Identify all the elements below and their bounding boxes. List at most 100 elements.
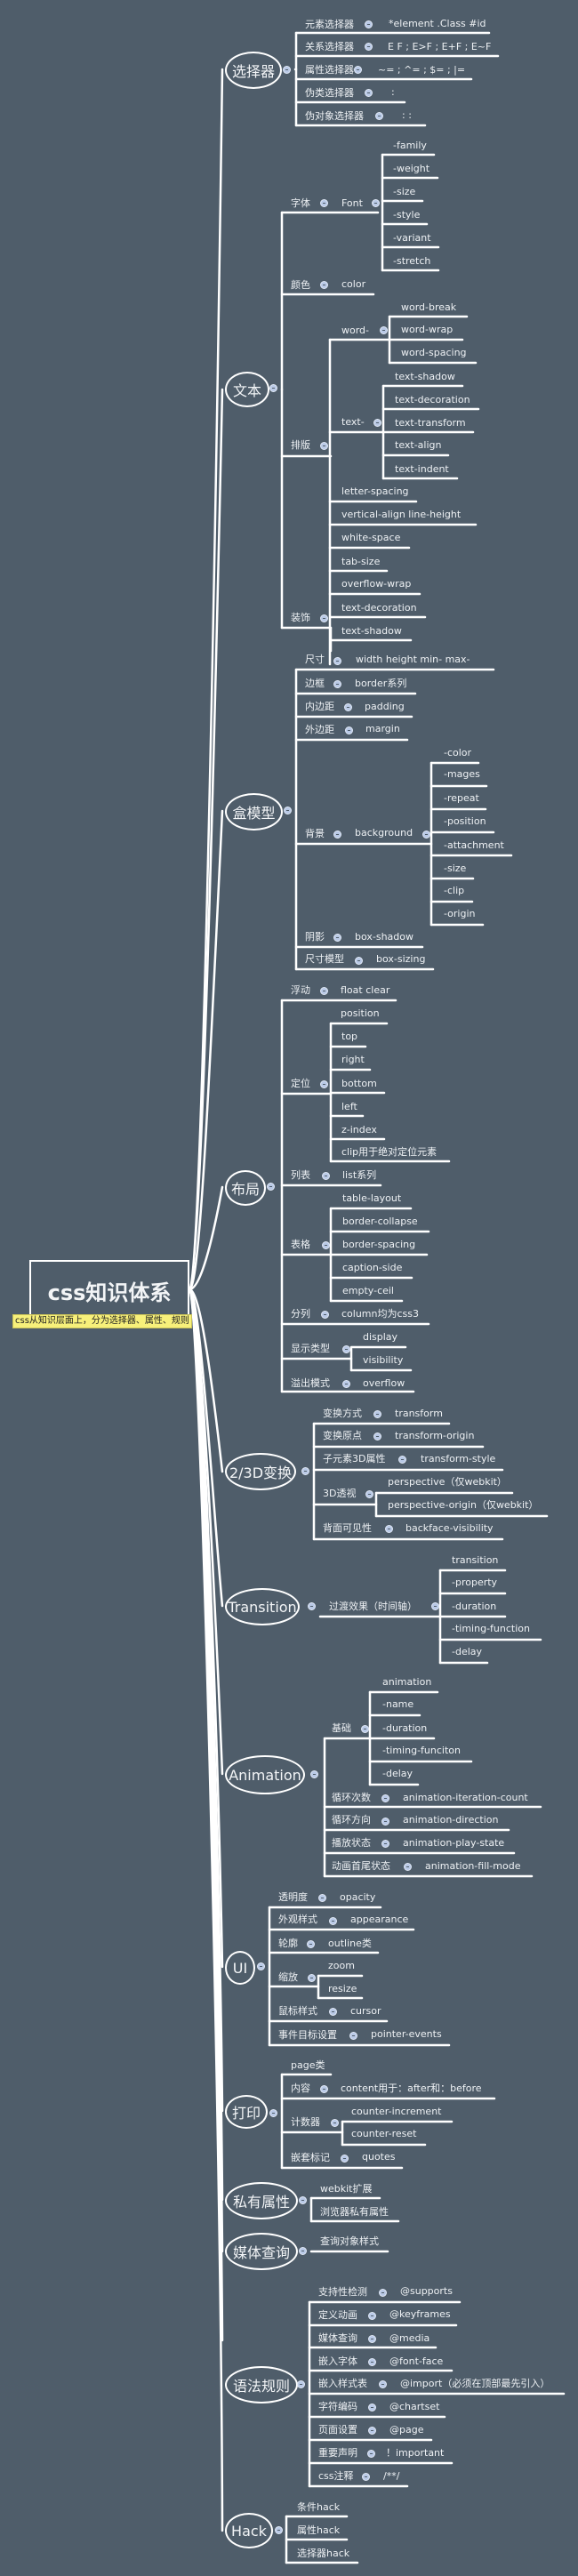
collapse-icon[interactable] (321, 1311, 329, 1319)
node-label: 边框 (305, 678, 325, 689)
category-ui[interactable]: UI (225, 1951, 255, 1985)
category-transform[interactable]: 2/3D变换 (225, 1453, 296, 1490)
collapse-icon[interactable] (375, 112, 383, 120)
font-child: -stretch (393, 255, 431, 267)
category-animation[interactable]: Animation (225, 1755, 305, 1794)
category-layout[interactable]: 布局 (225, 1170, 266, 1206)
collapse-icon[interactable] (368, 2312, 376, 2320)
table-child: border-collapse (342, 1216, 418, 1227)
root-node[interactable]: css知识体系 (29, 1260, 189, 1320)
collapse-icon[interactable] (381, 1794, 389, 1802)
collapse-icon[interactable] (299, 2247, 307, 2255)
collapse-icon[interactable] (362, 2473, 370, 2481)
collapse-icon[interactable] (404, 1863, 412, 1871)
collapse-icon[interactable] (379, 2380, 387, 2388)
collapse-icon[interactable] (368, 2403, 376, 2411)
node-value: @media (389, 2332, 430, 2344)
collapse-icon[interactable] (283, 66, 291, 74)
collapse-icon[interactable] (368, 2335, 376, 2343)
collapse-icon[interactable] (398, 1456, 406, 1464)
table-child: caption-side (342, 1262, 403, 1273)
collapse-icon[interactable] (355, 957, 363, 965)
collapse-icon[interactable] (320, 442, 328, 450)
collapse-icon[interactable] (320, 281, 328, 289)
collapse-icon[interactable] (318, 1894, 326, 1902)
collapse-icon[interactable] (331, 2119, 339, 2127)
category-text[interactable]: 文本 (225, 372, 269, 407)
category-print[interactable]: 打印 (225, 2095, 268, 2129)
collapse-icon[interactable] (333, 934, 341, 942)
node-value: box-shadow (355, 931, 414, 943)
collapse-icon[interactable] (365, 89, 373, 97)
collapse-icon[interactable] (342, 1345, 350, 1353)
collapse-icon[interactable] (320, 2085, 328, 2093)
collapse-icon[interactable] (372, 199, 380, 207)
collapse-icon[interactable] (297, 2380, 305, 2388)
collapse-icon[interactable] (275, 2526, 283, 2534)
collapse-icon[interactable] (365, 1490, 373, 1498)
collapse-icon[interactable] (349, 2032, 357, 2040)
collapse-icon[interactable] (431, 1602, 439, 1610)
collapse-icon[interactable] (368, 2427, 376, 2435)
position-child: clip用于绝对定位元素 (341, 1146, 438, 1158)
collapse-icon[interactable] (322, 1172, 330, 1180)
collapse-icon[interactable] (385, 1525, 393, 1533)
collapse-icon[interactable] (373, 419, 381, 427)
collapse-icon[interactable] (301, 1467, 309, 1475)
category-hack[interactable]: Hack (225, 2513, 273, 2548)
category-box-model[interactable]: 盒模型 (225, 793, 283, 831)
category-selector[interactable]: 选择器 (225, 52, 282, 89)
collapse-icon[interactable] (320, 614, 328, 622)
collapse-icon[interactable] (257, 1962, 265, 1970)
collapse-icon[interactable] (329, 1917, 337, 1925)
collapse-icon[interactable] (269, 384, 277, 392)
collapse-icon[interactable] (365, 20, 373, 28)
collapse-icon[interactable] (320, 987, 328, 995)
collapse-icon[interactable] (367, 2450, 375, 2458)
collapse-icon[interactable] (379, 2289, 387, 2297)
collapse-icon[interactable] (269, 2109, 277, 2117)
collapse-icon[interactable] (361, 1725, 369, 1733)
collapse-icon[interactable] (320, 199, 328, 207)
collapse-icon[interactable] (308, 1974, 316, 1982)
collapse-icon[interactable] (320, 1080, 328, 1088)
collapse-icon[interactable] (310, 1770, 318, 1778)
collapse-icon[interactable] (299, 2196, 307, 2204)
collapse-icon[interactable] (341, 2155, 349, 2163)
collapse-icon[interactable] (322, 1241, 330, 1249)
node-label: 子元素3D属性 (323, 1453, 386, 1465)
collapse-icon[interactable] (373, 1432, 381, 1440)
node-value: transform-style (421, 1453, 496, 1465)
collapse-icon[interactable] (381, 1840, 389, 1848)
animation-child: -delay (382, 1768, 413, 1779)
collapse-icon[interactable] (422, 831, 430, 839)
node-label: 循环次数 (332, 1792, 371, 1803)
decoration-child: text-decoration (341, 602, 417, 614)
node-label: 动画首尾状态 (332, 1860, 390, 1872)
table-child: border-spacing (342, 1239, 416, 1250)
collapse-icon[interactable] (284, 807, 292, 815)
collapse-icon[interactable] (333, 680, 341, 688)
collapse-icon[interactable] (380, 326, 388, 334)
collapse-icon[interactable] (307, 1940, 315, 1948)
collapse-icon[interactable] (333, 831, 341, 839)
collapse-icon[interactable] (333, 657, 341, 665)
collapse-icon[interactable] (345, 726, 353, 734)
category-private[interactable]: 私有属性 (225, 2182, 298, 2219)
category-transition[interactable]: Transition (225, 1588, 300, 1625)
collapse-icon[interactable] (368, 2358, 376, 2366)
collapse-icon[interactable] (344, 703, 352, 711)
node-label: 计数器 (291, 2116, 320, 2128)
collapse-icon[interactable] (373, 1410, 381, 1418)
category-syntax[interactable]: 语法规则 (225, 2366, 298, 2403)
category-media[interactable]: 媒体查询 (225, 2233, 298, 2270)
collapse-icon[interactable] (308, 1602, 316, 1610)
node-value: @chartset (389, 2401, 440, 2412)
node-value: float clear (341, 984, 390, 996)
collapse-icon[interactable] (354, 66, 362, 74)
collapse-icon[interactable] (329, 2008, 337, 2016)
collapse-icon[interactable] (267, 1183, 275, 1191)
collapse-icon[interactable] (381, 1818, 389, 1826)
collapse-icon[interactable] (342, 1380, 350, 1388)
collapse-icon[interactable] (365, 43, 373, 51)
